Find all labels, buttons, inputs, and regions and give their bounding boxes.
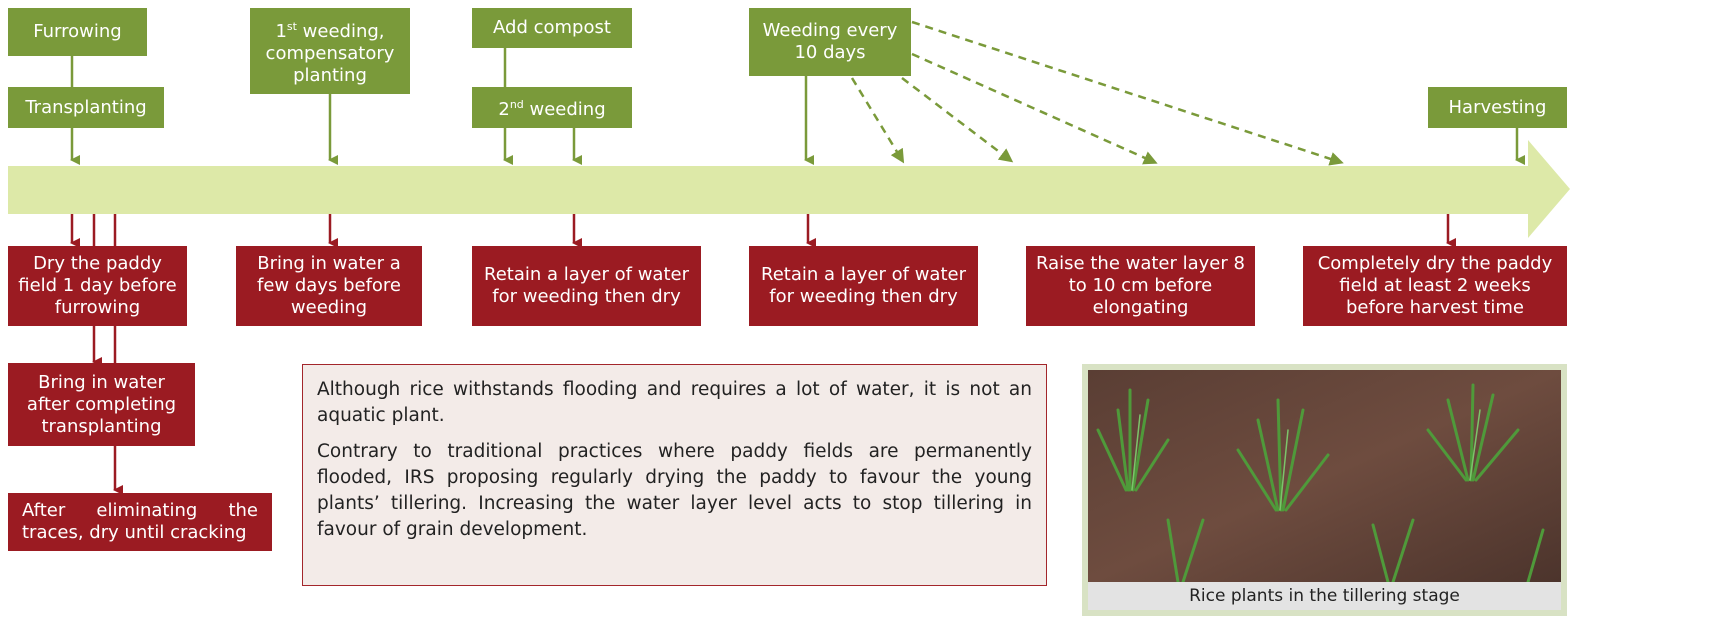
harvesting-box: Harvesting — [1428, 87, 1567, 128]
harvesting-label: Harvesting — [1448, 96, 1547, 118]
dry-paddy-label: Dry the paddy field 1 day before furrowi… — [18, 253, 177, 318]
first-weeding-box: 1st weeding, compensatory planting — [250, 8, 410, 94]
furrowing-box: Furrowing — [8, 8, 147, 56]
after-traces-box: After eliminating the traces, dry until … — [8, 493, 272, 551]
note-paragraph-1: Although rice withstands flooding and re… — [317, 379, 1032, 426]
first-weeding-line3: planting — [293, 64, 367, 86]
add-compost-box: Add compost — [472, 8, 632, 48]
retain-water-label-1: Retain a layer of water for weeding then… — [484, 264, 689, 307]
transplanting-label: Transplanting — [25, 96, 147, 118]
rice-photo-panel: Rice plants in the tillering stage — [1082, 364, 1567, 616]
completely-dry-box: Completely dry the paddy field at least … — [1303, 246, 1567, 326]
photo-caption: Rice plants in the tillering stage — [1088, 582, 1561, 610]
dry-paddy-box: Dry the paddy field 1 day before furrowi… — [8, 246, 187, 326]
weeding-every-box: Weeding every 10 days — [749, 8, 911, 76]
transplanting-box: Transplanting — [8, 87, 164, 128]
add-compost-label: Add compost — [493, 17, 611, 38]
bring-water-transplant-box: Bring in water after completing transpla… — [8, 363, 195, 446]
retain-water-box-2: Retain a layer of water for weeding then… — [749, 246, 978, 326]
info-note: Although rice withstands flooding and re… — [302, 364, 1047, 586]
retain-water-label-2: Retain a layer of water for weeding then… — [761, 264, 966, 307]
raise-water-label: Raise the water layer 8 to 10 cm before … — [1036, 253, 1245, 318]
after-traces-label: After eliminating the traces, dry until … — [22, 500, 258, 543]
furrowing-label: Furrowing — [33, 21, 122, 42]
bring-water-transplant-label: Bring in water after completing transpla… — [26, 371, 177, 437]
bring-water-weeding-box: Bring in water a few days before weeding — [236, 246, 422, 326]
weeding-every-label: Weeding every 10 days — [762, 20, 898, 63]
retain-water-box-1: Retain a layer of water for weeding then… — [472, 246, 701, 326]
completely-dry-label: Completely dry the paddy field at least … — [1317, 253, 1553, 318]
timeline-arrow — [8, 140, 1570, 238]
second-weeding-box: 2nd weeding — [472, 87, 632, 128]
bring-water-weeding-label: Bring in water a few days before weeding — [257, 253, 401, 318]
rice-photo — [1088, 370, 1561, 582]
first-weeding-line1: 1st weeding, — [275, 19, 385, 42]
raise-water-box: Raise the water layer 8 to 10 cm before … — [1026, 246, 1255, 326]
first-weeding-line2: compensatory — [265, 42, 395, 64]
note-paragraph-2: Contrary to traditional practices where … — [317, 441, 1032, 540]
second-weeding-label: 2nd weeding — [498, 98, 606, 120]
